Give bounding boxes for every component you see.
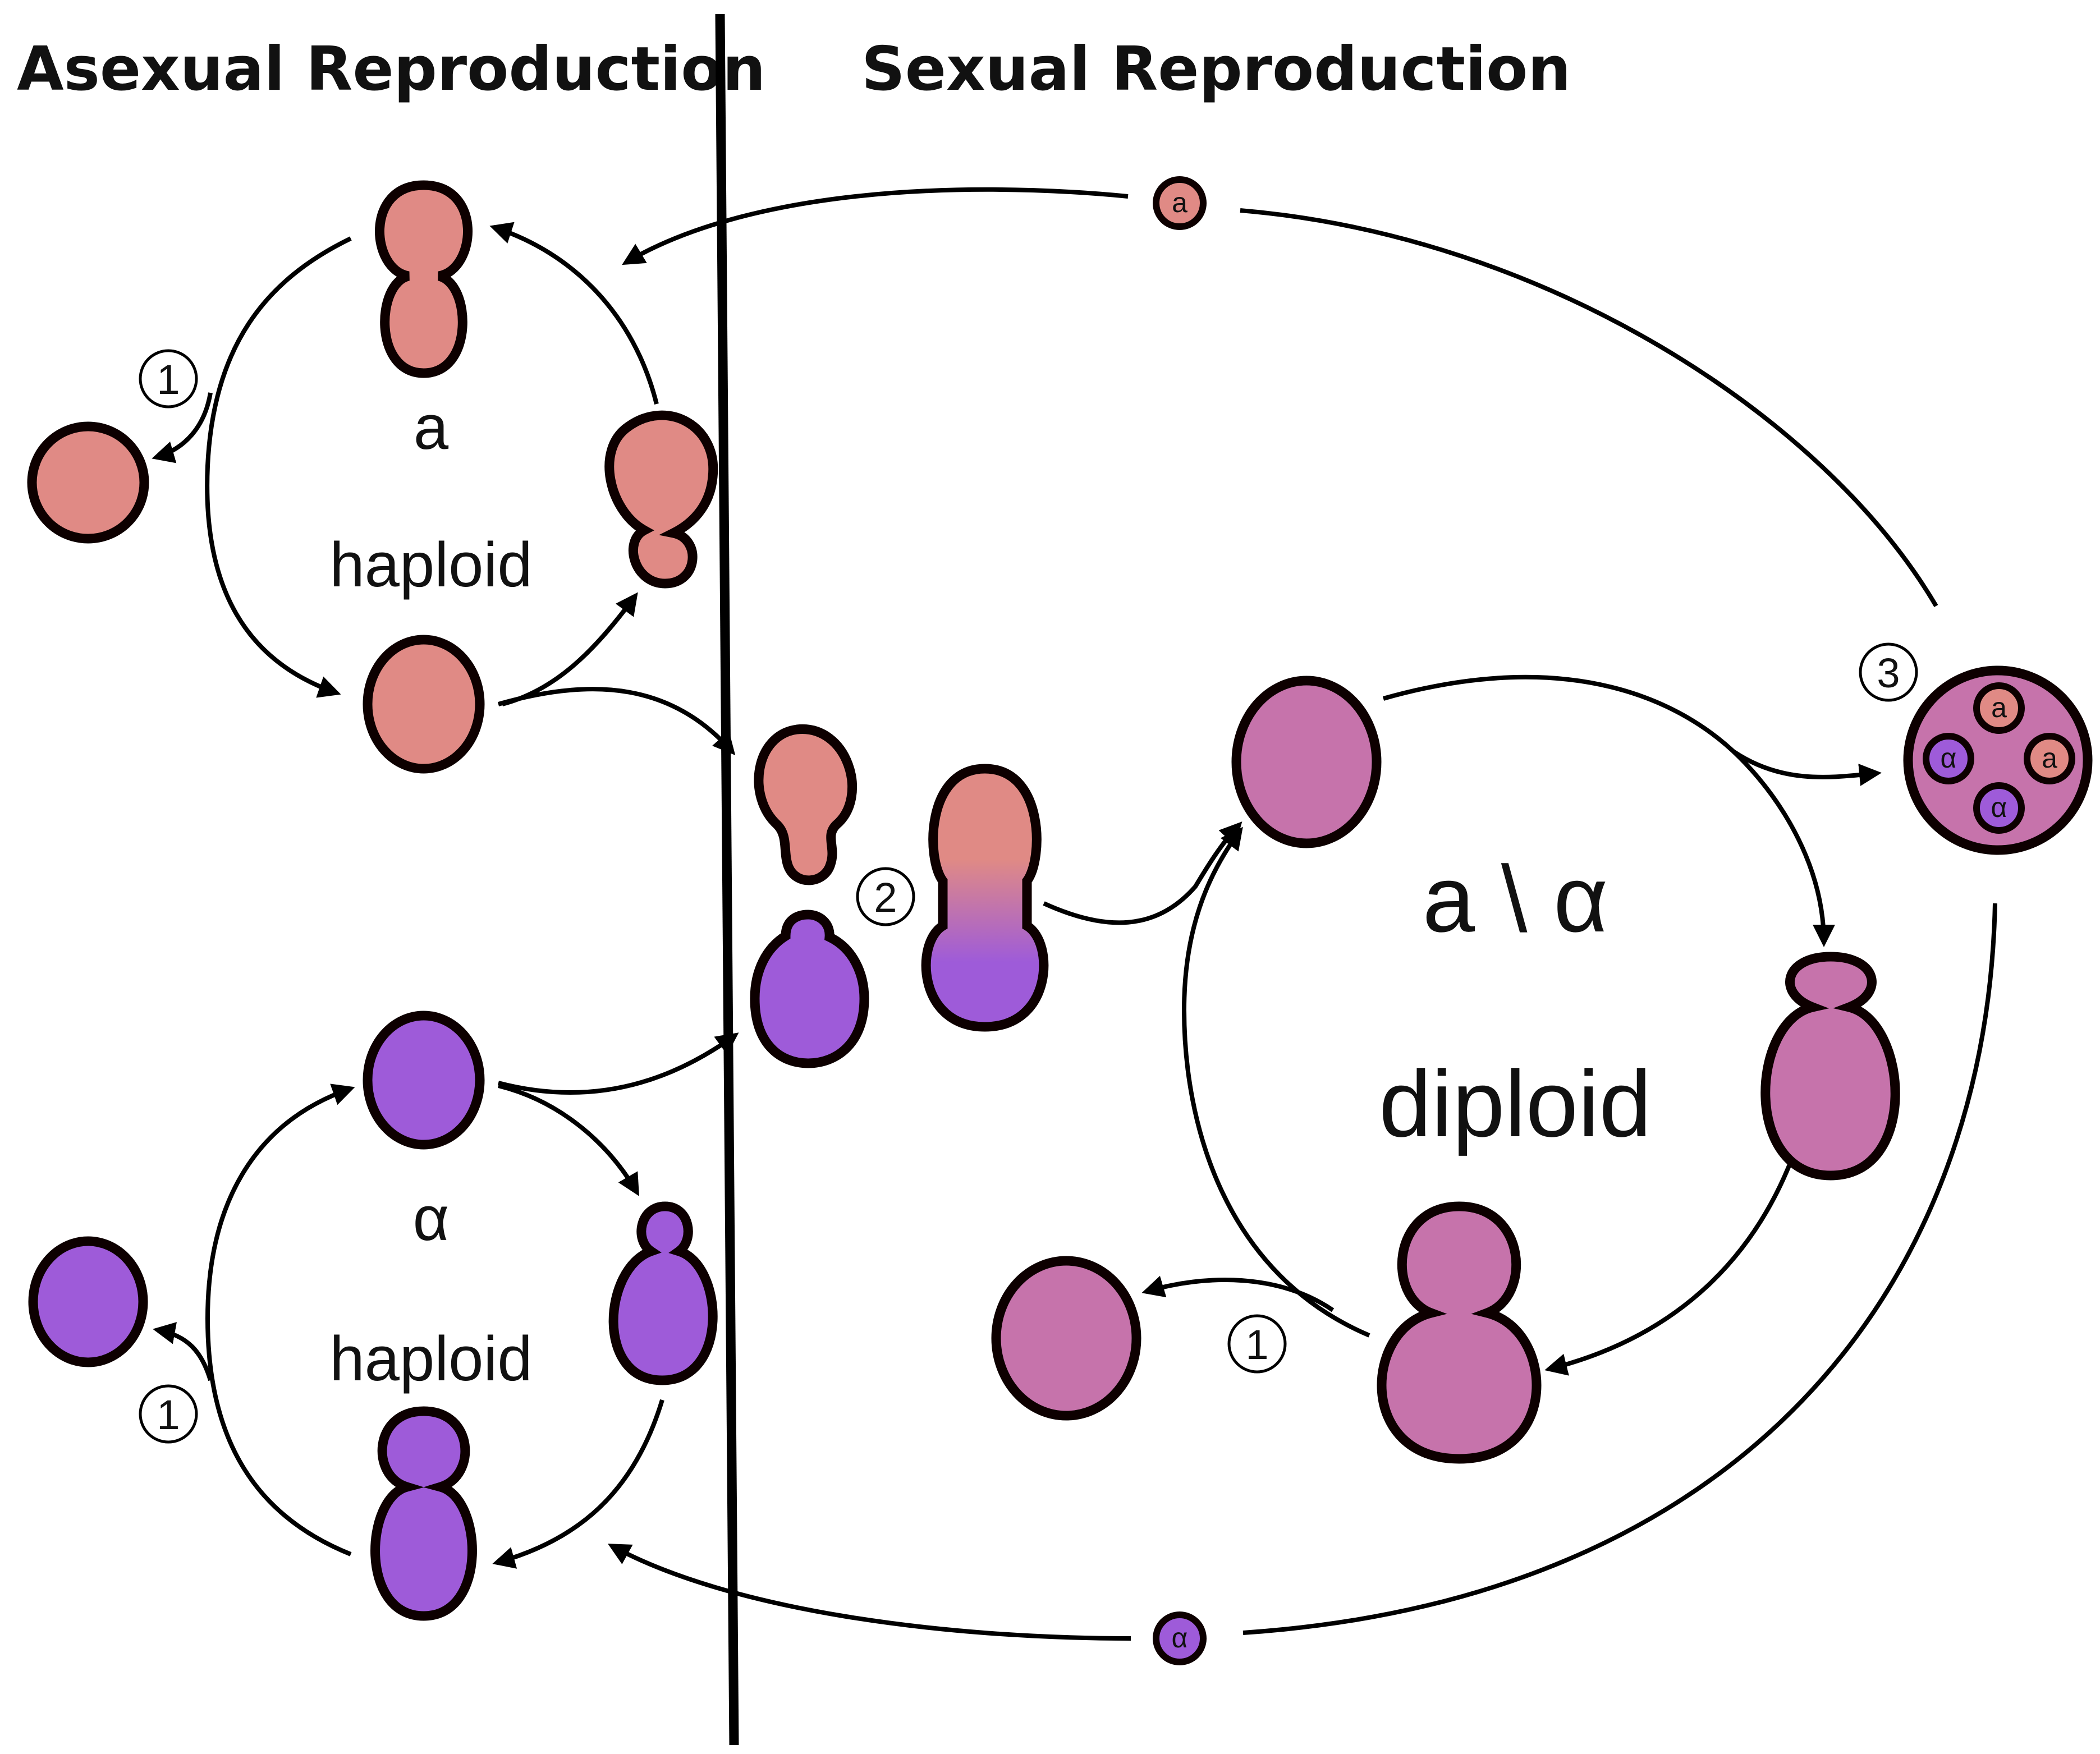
zygote-cell: [921, 764, 1049, 1032]
diploid-type-label: a \ α: [1423, 846, 1608, 952]
diploid-budding-cell-right: [1760, 952, 1900, 1181]
svg-text:α: α: [1941, 742, 1957, 774]
svg-text:1: 1: [157, 356, 180, 403]
diploid-cell-top: [1231, 676, 1382, 848]
haploid-a-cycle: a haploid 1: [27, 180, 736, 774]
sexual-heading: Sexual Reproduction: [861, 34, 1571, 104]
ascus-spore-a-top: [1973, 682, 2025, 734]
alpha-spore-return-arrow: [1242, 903, 1997, 1635]
svg-text:a: a: [1172, 187, 1187, 218]
a-budding-cell-large: [374, 180, 473, 378]
alpha-spore: [1153, 1611, 1207, 1665]
sporulation-stage: 3 a α a α a α: [607, 176, 2093, 1665]
a-spore: [1153, 176, 1207, 230]
step-1-marker-diploid: 1: [1227, 1314, 1287, 1374]
alpha-daughter-cell: [28, 1236, 148, 1367]
diploid-daughter-cell: [991, 1256, 1141, 1421]
diploid-ploidy-label: diploid: [1379, 1051, 1652, 1156]
mating-stage: 2: [750, 724, 1242, 1068]
a-shmoo-cell: [754, 724, 858, 885]
a-mother-cell: [363, 635, 485, 774]
alpha-type-label: α: [413, 1183, 450, 1253]
a-type-label: a: [414, 392, 449, 462]
diploid-budding-cell-bottom: [1377, 1201, 1542, 1464]
svg-text:1: 1: [1245, 1321, 1268, 1368]
a-daughter-cell: [27, 421, 149, 544]
step-3-marker: 3: [1859, 642, 1918, 702]
a-spore-return-arrow: [1240, 208, 1938, 608]
ascus: [1903, 665, 2093, 855]
svg-text:2: 2: [874, 874, 897, 921]
haploid-alpha-cycle: α haploid 1: [28, 1011, 739, 1621]
step-1-marker-a: 1: [139, 349, 198, 408]
svg-text:3: 3: [1877, 650, 1900, 696]
step-1-marker-alpha: 1: [139, 1384, 198, 1444]
a-budding-cell-small: [604, 410, 718, 589]
alpha-shmoo-cell: [750, 910, 869, 1068]
ascus-spore-alpha-bottom: [1973, 782, 2025, 834]
svg-text:α: α: [1991, 792, 2007, 823]
alpha-budding-cell-small: [608, 1201, 718, 1385]
svg-text:a: a: [2042, 742, 2057, 774]
diploid-cycle: a \ α diploid 1: [991, 674, 1900, 1464]
alpha-budding-cell-large: [370, 1406, 477, 1621]
svg-text:α: α: [1172, 1622, 1188, 1654]
ascus-spore-a-right: [2024, 733, 2075, 784]
step-2-marker: 2: [856, 867, 915, 926]
svg-text:a: a: [1991, 692, 2007, 723]
ascus-spore-alpha-left: [1923, 733, 1974, 784]
alpha-ploidy-label: haploid: [329, 1324, 532, 1394]
a-ploidy-label: haploid: [329, 530, 532, 600]
alpha-mother-cell: [363, 1011, 485, 1150]
svg-text:1: 1: [157, 1392, 180, 1438]
asexual-heading: Asexual Reproduction: [17, 34, 765, 104]
divider-line: [715, 13, 739, 1746]
